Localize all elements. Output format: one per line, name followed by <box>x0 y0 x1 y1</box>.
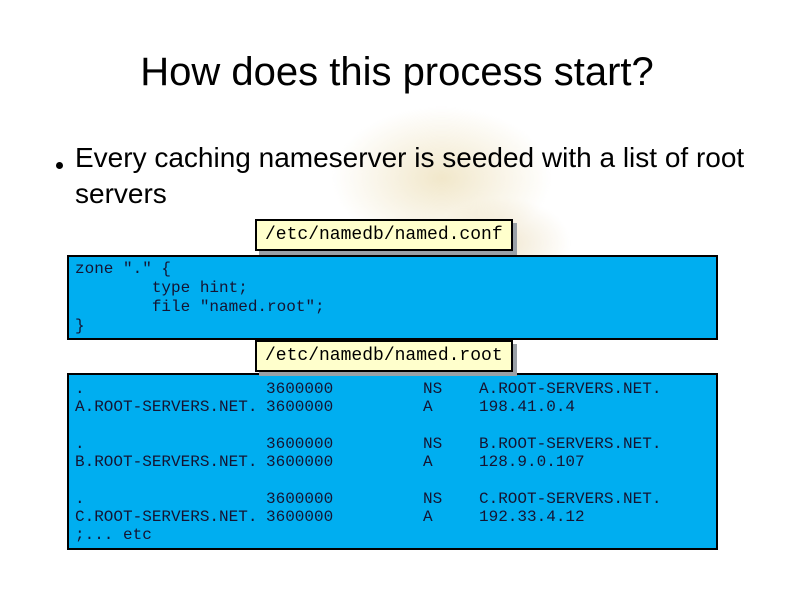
rr-owner: A.ROOT-SERVERS.NET. <box>75 398 258 416</box>
rr-value: C.ROOT-SERVERS.NET. <box>479 490 662 508</box>
bullet-dot-icon <box>56 162 63 169</box>
rr-ttl: 3600000 <box>266 453 334 471</box>
rr-type: A <box>423 398 433 416</box>
rr-value <box>479 526 716 544</box>
code-line: zone "." { <box>75 260 172 278</box>
rr-value: B.ROOT-SERVERS.NET. <box>479 435 662 453</box>
rr-type: NS <box>423 490 443 508</box>
root-server-table: . 3600000 NS A.ROOT-SERVERS.NET. A.ROOT-… <box>75 380 716 544</box>
rr-value: A.ROOT-SERVERS.NET. <box>479 380 662 398</box>
bullet-item: Every caching nameserver is seeded with … <box>52 140 762 212</box>
rr-type <box>423 526 479 544</box>
rr-owner: . <box>75 435 85 453</box>
rr-ttl <box>266 526 423 544</box>
table-group-spacer <box>75 471 716 490</box>
named-conf-code-box: zone "." { type hint; file "named.root";… <box>67 255 718 340</box>
rr-value: 198.41.0.4 <box>479 398 576 416</box>
named-root-table-box: . 3600000 NS A.ROOT-SERVERS.NET. A.ROOT-… <box>67 373 718 550</box>
rr-owner: B.ROOT-SERVERS.NET. <box>75 453 258 471</box>
rr-ttl: 3600000 <box>266 380 334 398</box>
rr-type: A <box>423 508 433 526</box>
table-group-spacer <box>75 416 716 435</box>
rr-owner: . <box>75 380 85 398</box>
named-conf-path-label: /etc/namedb/named.conf <box>255 219 513 251</box>
rr-ttl: 3600000 <box>266 398 334 416</box>
rr-type: A <box>423 453 433 471</box>
code-line: file "named.root"; <box>75 298 325 316</box>
rr-owner: . <box>75 490 85 508</box>
rr-type: NS <box>423 435 443 453</box>
rr-ttl: 3600000 <box>266 435 334 453</box>
rr-value: 128.9.0.107 <box>479 453 585 471</box>
rr-value: 192.33.4.12 <box>479 508 585 526</box>
code-line: } <box>75 317 85 335</box>
rr-type: NS <box>423 380 443 398</box>
bullet-text: Every caching nameserver is seeded with … <box>75 142 745 209</box>
rr-ttl: 3600000 <box>266 490 334 508</box>
named-root-path-label: /etc/namedb/named.root <box>255 340 513 372</box>
rr-owner: C.ROOT-SERVERS.NET. <box>75 508 258 526</box>
rr-owner: ;... etc <box>75 526 152 544</box>
rr-ttl: 3600000 <box>266 508 334 526</box>
code-line: type hint; <box>75 279 248 297</box>
slide-title: How does this process start? <box>140 50 654 94</box>
